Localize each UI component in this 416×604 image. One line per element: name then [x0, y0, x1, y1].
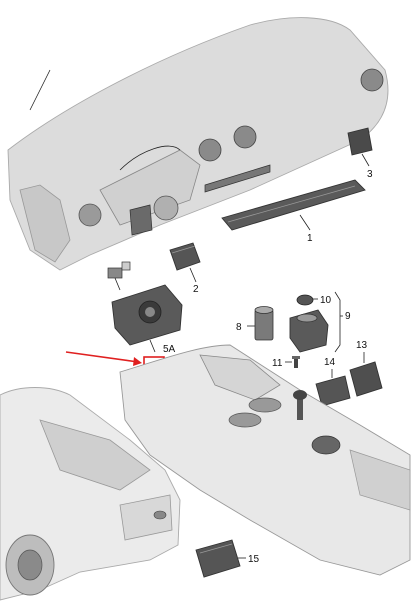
part-11-screw — [285, 356, 300, 368]
center-console — [119, 344, 411, 576]
label-9: 9 — [345, 311, 351, 322]
part-14-switch — [315, 369, 351, 407]
label-3: 3 — [367, 169, 373, 180]
part-10-knob — [296, 294, 318, 306]
part-13-switch — [349, 352, 383, 397]
label-1: 1 — [307, 233, 313, 244]
label-5a: 5A — [163, 344, 176, 355]
steering-hub — [153, 195, 179, 221]
right-vent — [360, 68, 384, 92]
part-1-switch-bar — [221, 179, 366, 231]
label-10: 10 — [320, 295, 332, 306]
left-vent — [78, 203, 102, 227]
part-3-switch — [347, 127, 373, 167]
car-silhouette — [0, 387, 181, 601]
label-13: 13 — [356, 340, 368, 351]
label-15: 15 — [248, 554, 260, 565]
center-vent-right — [233, 125, 257, 149]
label-8: 8 — [236, 322, 242, 333]
part-8-cylinder — [247, 306, 274, 341]
small-sensor — [107, 261, 131, 291]
label-11: 11 — [272, 358, 283, 369]
red-arrow — [65, 351, 142, 366]
dashboard-assembly — [7, 17, 389, 271]
center-vent-left — [198, 138, 222, 162]
part-5-light-switch — [111, 284, 183, 353]
label-14: 14 — [324, 357, 336, 368]
part-2-switch — [169, 242, 201, 283]
label-2: 2 — [193, 284, 199, 295]
part-9-rotary-unit — [289, 291, 343, 353]
part-15-switch — [195, 539, 246, 578]
